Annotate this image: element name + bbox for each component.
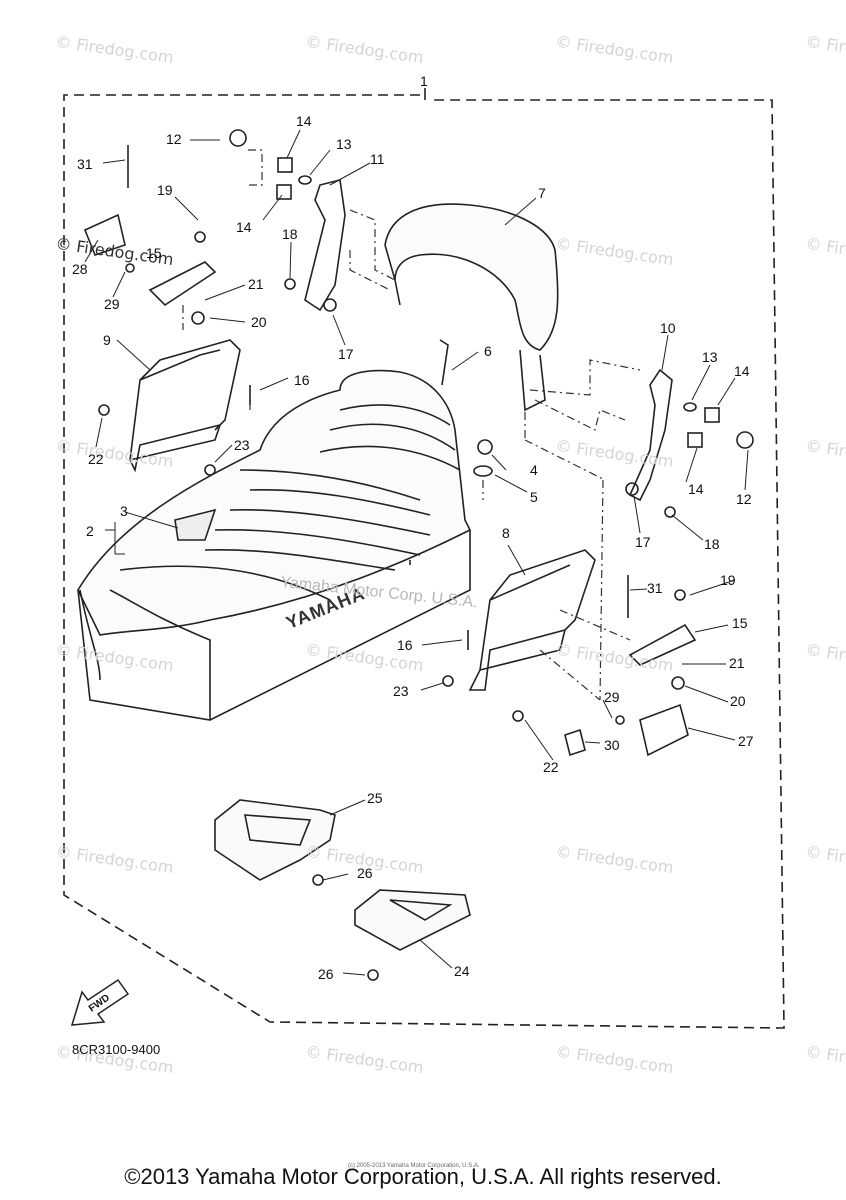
backrest-arm-right [628, 368, 673, 502]
callout-22: 22 [88, 451, 104, 467]
callout-23: 23 [393, 683, 409, 699]
grip-right [639, 703, 689, 757]
callout-31: 31 [77, 156, 93, 172]
callout-29: 29 [604, 689, 620, 705]
callout-14: 14 [296, 113, 312, 129]
callout-12: 12 [166, 131, 182, 147]
callout-27: 27 [738, 733, 754, 749]
fwd-arrow-icon [70, 978, 130, 1026]
callout-14: 14 [734, 363, 750, 379]
callout-29: 29 [104, 296, 120, 312]
handle-left [148, 261, 217, 307]
callout-5: 5 [530, 489, 538, 505]
callout-23: 23 [234, 437, 250, 453]
callout-25: 25 [367, 790, 383, 806]
handle-right [628, 623, 697, 666]
callout-31: 31 [647, 580, 663, 596]
callout-4: 4 [530, 462, 538, 478]
storage-cover-lower [354, 889, 471, 951]
callout-26: 26 [357, 865, 373, 881]
callout-16: 16 [397, 637, 413, 653]
callout-13: 13 [702, 349, 718, 365]
callout-14: 14 [688, 481, 704, 497]
storage-cover-upper [214, 799, 336, 881]
callout-12: 12 [736, 491, 752, 507]
seat-label-tag [174, 508, 217, 541]
callout-10: 10 [660, 320, 676, 336]
callout-24: 24 [454, 963, 470, 979]
callout-14: 14 [236, 219, 252, 235]
callout-2: 2 [86, 523, 94, 539]
fine-print: (c) 2005-2013 Yamaha Motor Corporation, … [348, 1163, 480, 1169]
callout-20: 20 [730, 693, 746, 709]
callout-17: 17 [635, 534, 651, 550]
callout-26: 26 [318, 966, 334, 982]
callout-15: 15 [732, 615, 748, 631]
callout-8: 8 [502, 525, 510, 541]
callout-21: 21 [248, 276, 264, 292]
assembly-boundary [63, 94, 785, 1029]
callout-1: 1 [420, 73, 428, 89]
grab-rail-left [128, 339, 241, 473]
callout-19: 19 [157, 182, 173, 198]
callout-22: 22 [543, 759, 559, 775]
callout-16: 16 [294, 372, 310, 388]
callout-9: 9 [103, 332, 111, 348]
callout-19: 19 [720, 572, 736, 588]
callout-11: 11 [370, 151, 385, 167]
callout-13: 13 [336, 136, 352, 152]
part-code: 8CR3100-9400 [72, 1042, 161, 1057]
callout-6: 6 [484, 343, 492, 359]
callout-21: 21 [729, 655, 745, 671]
callout-20: 20 [251, 314, 267, 330]
callout-7: 7 [538, 185, 546, 201]
backrest-arm-left [304, 179, 346, 312]
callout-17: 17 [338, 346, 354, 362]
seat-shape [77, 369, 472, 721]
copyright-notice: ©2013 Yamaha Motor Corporation, U.S.A. A… [124, 1164, 722, 1189]
callout-15: 15 [146, 245, 162, 261]
callout-28: 28 [72, 261, 88, 277]
callout-30: 30 [604, 737, 620, 753]
grab-rail-right [468, 549, 596, 691]
backrest [384, 203, 559, 412]
callout-18: 18 [704, 536, 720, 552]
callout-18: 18 [282, 226, 298, 242]
callout-3: 3 [120, 503, 128, 519]
